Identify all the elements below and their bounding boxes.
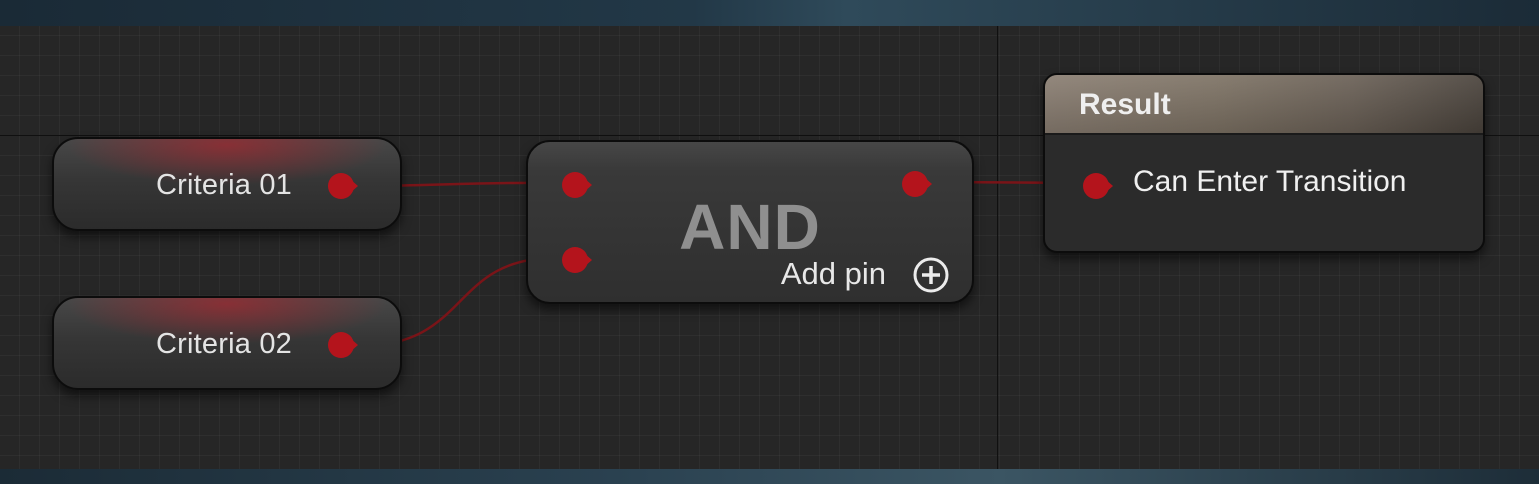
criteria-node-label: Criteria 01	[156, 169, 292, 201]
input-pin-icon[interactable]	[558, 168, 592, 202]
criteria-node-02[interactable]: Criteria 02	[52, 296, 402, 390]
and-node-title: AND	[679, 191, 821, 263]
result-node-header: Result	[1045, 75, 1483, 135]
plus-circle-icon[interactable]	[912, 256, 950, 294]
criteria-node-label: Criteria 02	[156, 328, 292, 360]
add-pin-label[interactable]: Add pin	[780, 256, 886, 291]
grid-major-line-horizontal	[0, 135, 1539, 136]
result-input-label: Can Enter Transition	[1133, 165, 1407, 198]
criteria-node-01[interactable]: Criteria 01	[52, 137, 402, 231]
input-pin-icon[interactable]	[558, 243, 592, 277]
window-top-backdrop	[0, 0, 1539, 26]
window-bottom-backdrop	[0, 469, 1539, 484]
blueprint-graph-canvas[interactable]: Criteria 01 Criteria 02 AND Add pin	[0, 26, 1539, 469]
output-pin-icon[interactable]	[324, 328, 358, 362]
and-node[interactable]: AND Add pin	[526, 140, 974, 304]
result-node-title: Result	[1079, 88, 1171, 121]
input-pin-icon[interactable]	[1079, 169, 1113, 203]
output-pin-icon[interactable]	[324, 169, 358, 203]
grid-major-line-vertical	[997, 26, 998, 469]
result-node[interactable]: Result Can Enter Transition	[1043, 73, 1485, 253]
output-pin-icon[interactable]	[898, 167, 932, 201]
